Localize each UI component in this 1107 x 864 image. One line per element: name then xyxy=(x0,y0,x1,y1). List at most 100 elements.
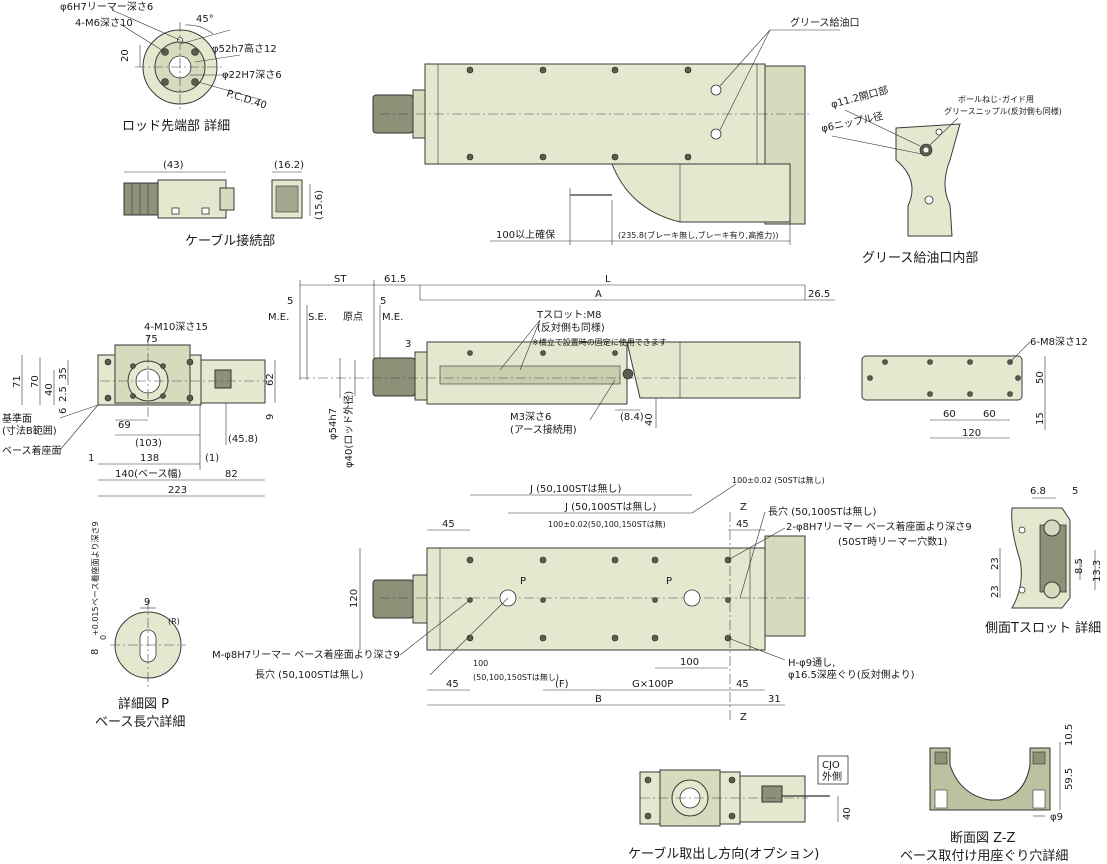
right-end-view: 6-M8深さ12 50 15 60 60 120 xyxy=(861,336,1088,439)
detail-p-r: (R) xyxy=(168,617,180,626)
cable-connection-detail: (43) (16.2) (15.6) ケーブル接続部 xyxy=(123,160,325,249)
side-133: 13.3 xyxy=(1092,560,1103,582)
m3-depth: M3深さ6 xyxy=(510,411,551,423)
plan-z1: Z xyxy=(740,502,747,513)
side-23b: 23 xyxy=(990,585,1001,598)
front-82: 82 xyxy=(225,469,238,480)
section-title: 断面図 Z-Z xyxy=(950,831,1016,846)
front-35: 35 xyxy=(58,367,69,380)
front-223: 223 xyxy=(168,485,187,496)
dim-40s: 40 xyxy=(644,413,655,426)
plan-h: H-φ9通し, xyxy=(788,657,835,669)
rod-end-title: ロッド先端部 詳細 xyxy=(122,118,230,134)
ref-face: 基準面 xyxy=(2,412,32,425)
me-5b: 5 xyxy=(380,296,386,307)
top-a: A xyxy=(595,289,602,300)
me1: M.E. xyxy=(268,312,289,323)
front-458: (45.8) xyxy=(228,434,258,445)
right-m8: 6-M8深さ12 xyxy=(1030,336,1088,348)
top-615: 61.5 xyxy=(384,274,406,285)
dim-100-min: 100以上確保 xyxy=(496,228,555,241)
front-103: (103) xyxy=(135,438,162,449)
detail-p-tol0: 0 xyxy=(99,635,108,640)
cjo-side-label: 外側 xyxy=(822,770,842,783)
cable-option-detail: CJO 外側 40 ケーブル取出し方向(オプション) xyxy=(628,755,853,862)
cable-43: (43) xyxy=(163,160,184,171)
detail-p-tol: +0.015 xyxy=(91,606,100,636)
grease-port-label: グリース給油口 xyxy=(790,16,860,29)
middle-side-view: L A 26.5 ST 61.5 5 5 M.E. S.E. 原点 M.E. T… xyxy=(268,274,835,468)
dim-2358: (235.8(ブレーキ無し,ブレーキ有り,高推力)) xyxy=(618,230,778,240)
rod-phi52-label: φ52h7高さ12 xyxy=(212,42,277,55)
plan-b: B xyxy=(595,694,602,705)
section-sub: ベース取付け用座ぐり穴詳細 xyxy=(900,848,1068,864)
plan-45a: 45 xyxy=(442,519,455,530)
me-5a: 5 xyxy=(287,296,293,307)
plan-slot2: 長穴 (50,100STは無し) xyxy=(255,668,364,681)
right-15: 15 xyxy=(1035,412,1046,425)
front-40: 40 xyxy=(44,383,55,396)
detail-p: 9 (R) 8 +0.015 0 ベース着座面より深さ9 詳細図 P ベース長穴… xyxy=(90,521,186,730)
plan-j2: J (50,100STは無し) xyxy=(564,500,656,513)
grease-nipple: グリースニップル(反対側も同様) xyxy=(944,106,1062,116)
right-50: 50 xyxy=(1035,371,1046,384)
plan-z2: Z xyxy=(740,712,747,723)
plan-120: 120 xyxy=(349,589,360,608)
front-140: 140(ベース幅) xyxy=(115,467,181,480)
tslot-note: ※横立て設置時の固定に使用できます xyxy=(532,337,667,347)
plan-100b: 100 xyxy=(473,659,488,668)
grease-inner-title: グリース給油口内部 xyxy=(862,250,978,266)
side-68: 6.8 xyxy=(1030,486,1046,497)
top-st: ST xyxy=(334,274,347,285)
front-6: 6 xyxy=(58,408,69,414)
grease-phi6: φ6ニップル径 xyxy=(820,109,884,135)
se: S.E. xyxy=(308,312,327,323)
plan-mphi8: M-φ8H7リーマー ベース着座面より深さ9 xyxy=(212,648,400,661)
detail-p-title: 詳細図 P xyxy=(118,696,169,712)
front-9: 9 xyxy=(265,414,276,420)
side-5: 5 xyxy=(1072,486,1078,497)
side-23a: 23 xyxy=(990,557,1001,570)
plan-j1: J (50,100STは無し) xyxy=(529,482,621,495)
detail-p-sub: ベース長穴詳細 xyxy=(95,714,185,730)
front-1a: 1 xyxy=(88,453,94,464)
side-tslot-detail: 6.8 5 23 23 8.5 13.3 側面Tスロット 詳細 xyxy=(985,486,1103,636)
right-120: 120 xyxy=(962,428,981,439)
dim-3: 3 xyxy=(405,339,411,350)
ref-range: (寸法B範囲) xyxy=(2,424,57,437)
front-138: 138 xyxy=(140,453,159,464)
grease-ball: ボールねじ･ガイド用 xyxy=(958,94,1034,104)
rod-pcd-label: P.C.D.40 xyxy=(225,88,268,111)
plan-view: P P J (50,100STは無し) J (50,100STは無し) 100±… xyxy=(212,475,972,723)
me2: M.E. xyxy=(382,312,403,323)
rod-tap-label: 4-M6深さ10 xyxy=(75,17,133,29)
plan-50st: (50ST時リーマー穴数1) xyxy=(838,535,947,548)
side-85: 8.5 xyxy=(1074,558,1085,574)
section-105: 10.5 xyxy=(1064,724,1075,746)
plan-p2: P xyxy=(666,576,672,587)
plan-g: G×100P xyxy=(632,679,673,690)
earth: (アース接続用) xyxy=(510,423,577,436)
top-l: L xyxy=(605,274,611,285)
section-zz: 10.5 59.5 φ9 断面図 Z-Z ベース取付け用座ぐり穴詳細 xyxy=(900,724,1075,864)
plan-100b-note: (50,100,150STは無し) xyxy=(473,672,559,682)
rod-dim-20: 20 xyxy=(120,49,131,62)
plan-45c: 45 xyxy=(446,679,459,690)
top-265: 26.5 xyxy=(808,289,830,300)
section-595: 59.5 xyxy=(1064,768,1075,790)
right-60a: 60 xyxy=(943,409,956,420)
phi40: φ40(ロッド外径) xyxy=(342,391,355,468)
origin: 原点 xyxy=(343,311,363,323)
plan-45b: 45 xyxy=(736,519,749,530)
base-seat: ベース着座面 xyxy=(2,444,62,457)
front-69: 69 xyxy=(118,420,131,431)
cable-162: (16.2) xyxy=(274,160,304,171)
side-tslot-title: 側面Tスロット 詳細 xyxy=(985,620,1101,636)
section-phi9: φ9 xyxy=(1050,812,1063,823)
front-25: 2.5 xyxy=(58,386,69,402)
front-75: 75 xyxy=(145,334,158,345)
grease-inner-detail: φ11.2開口部 φ6ニップル径 ボールねじ･ガイド用 グリースニップル(反対側… xyxy=(820,83,1062,266)
plan-100: 100 xyxy=(680,657,699,668)
plan-h2: φ16.5深座ぐり(反対側より) xyxy=(788,668,915,681)
